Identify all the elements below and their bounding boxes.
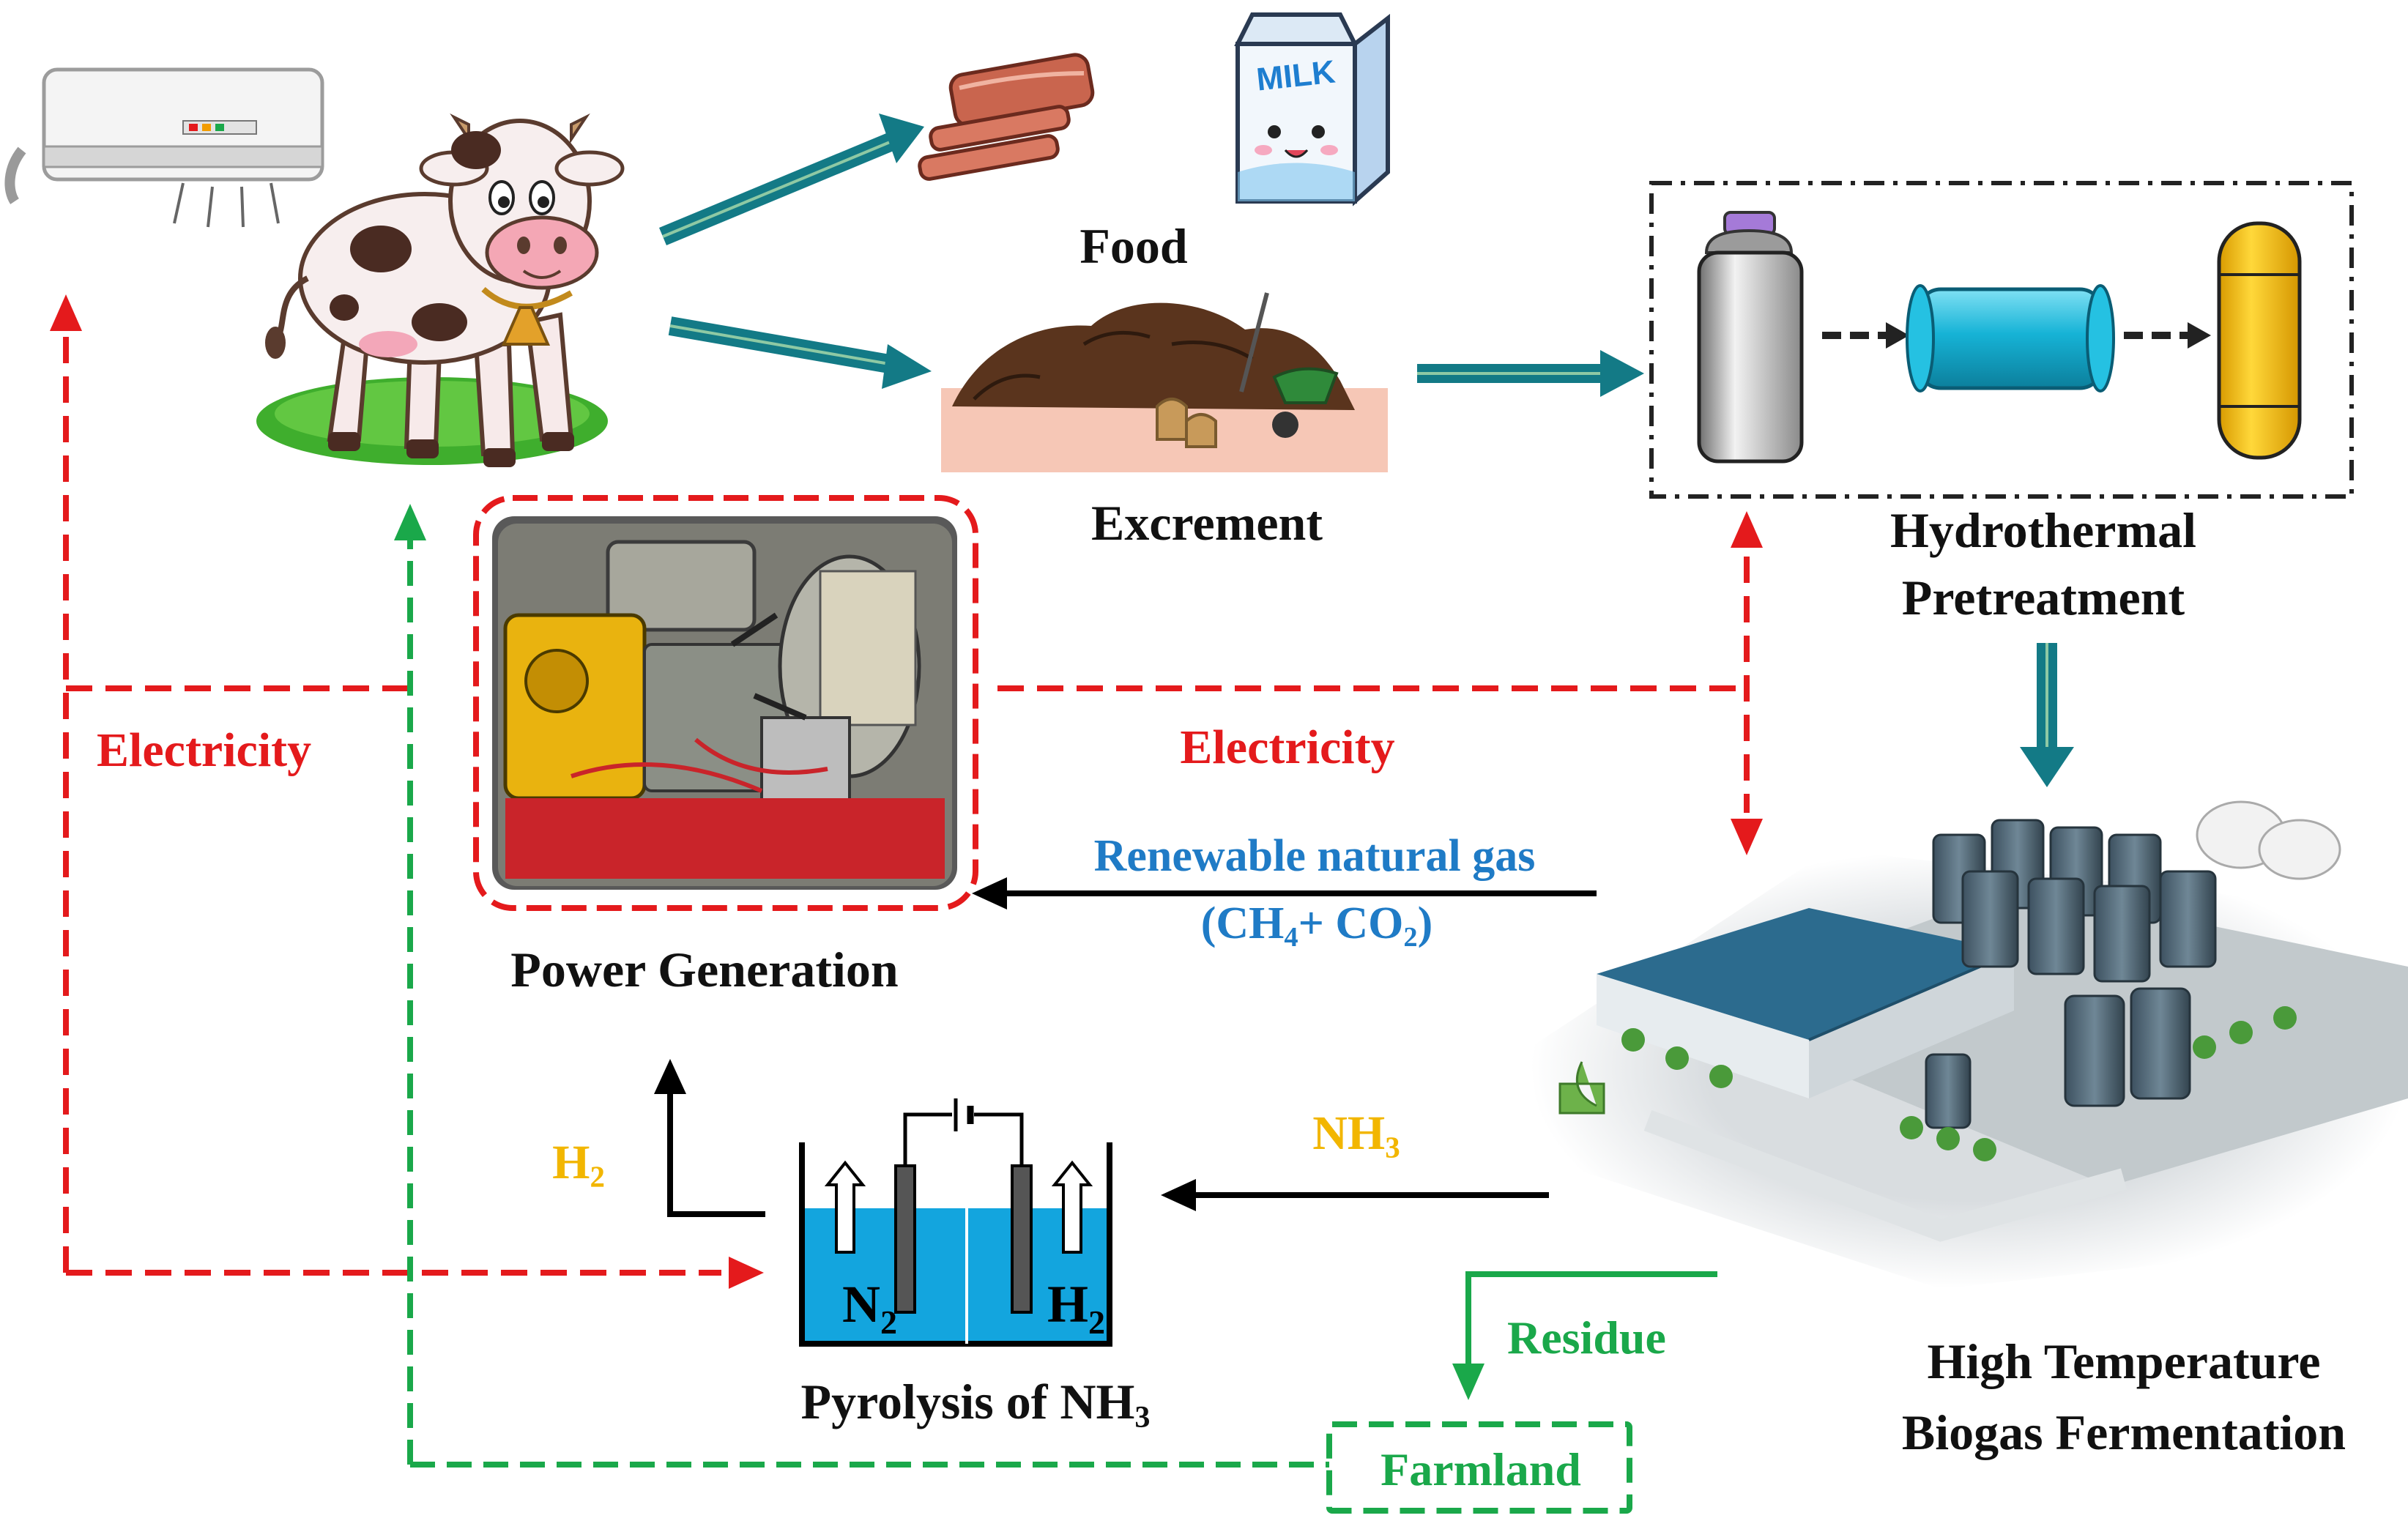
cell-h2-sub: 2 bbox=[1088, 1303, 1105, 1341]
residue-label: Residue bbox=[1507, 1312, 1666, 1364]
pyrolysis-label: Pyrolysis of NH3 bbox=[801, 1377, 1151, 1433]
biogas-plant-image bbox=[1531, 800, 2408, 1289]
hydrothermal-label-line1: Hydrothermal bbox=[1889, 502, 2197, 558]
h2-label: H2 bbox=[552, 1139, 605, 1192]
h2-sub: 2 bbox=[590, 1160, 605, 1194]
electrolysis-cell-icon: N2 H2 bbox=[799, 1098, 1112, 1347]
nh3-arrow bbox=[1161, 1179, 1549, 1211]
nh3-label: NH3 bbox=[1312, 1109, 1400, 1163]
flow-arrow bbox=[668, 316, 932, 389]
rng-formula-b-sub: 2 bbox=[1403, 921, 1418, 953]
fermentation-label-line1: High Temperature bbox=[1927, 1333, 2321, 1389]
fermentation-label-line2: Biogas Fermentation bbox=[1901, 1405, 2346, 1460]
electricity-arrowhead bbox=[1731, 511, 1763, 548]
cow-icon bbox=[256, 113, 625, 467]
air-conditioner-icon bbox=[4, 67, 324, 228]
pyrolysis-sub: 3 bbox=[1134, 1399, 1151, 1435]
rng-formula-a: (CH bbox=[1200, 899, 1285, 948]
rng-arrow bbox=[972, 877, 1597, 910]
excrement-label: Excrement bbox=[1091, 495, 1323, 551]
food-label: Food bbox=[1079, 218, 1188, 274]
flow-arrow bbox=[659, 114, 924, 246]
nh3-text: NH bbox=[1312, 1106, 1386, 1160]
arrowhead bbox=[1886, 322, 1909, 349]
reactor-tube-icon bbox=[1906, 284, 2115, 393]
hydrothermal-label-line2: Pretreatment bbox=[1901, 570, 2185, 625]
flow-arrow bbox=[1417, 350, 1644, 397]
electricity-label-mid: Electricity bbox=[1180, 721, 1395, 774]
arrowhead bbox=[2188, 322, 2211, 349]
generator-engine-photo bbox=[492, 516, 957, 890]
storage-tank-icon bbox=[2217, 221, 2302, 460]
power-generation-frame bbox=[473, 495, 978, 911]
farmland-label: Farmland bbox=[1380, 1443, 1581, 1495]
cell-n2-sub: 2 bbox=[880, 1303, 897, 1341]
electricity-arrowhead bbox=[50, 294, 82, 331]
nh3-sub: 3 bbox=[1385, 1131, 1400, 1164]
rng-formula-b: + CO bbox=[1298, 899, 1404, 948]
pressure-vessel-icon bbox=[1697, 211, 1804, 464]
pyrolysis-text: Pyrolysis of NH bbox=[800, 1374, 1135, 1429]
flow-arrow bbox=[2020, 643, 2074, 787]
cell-n2-label: N bbox=[842, 1275, 880, 1333]
nutrient-arrowhead bbox=[394, 504, 426, 540]
rng-formula-a-sub: 4 bbox=[1284, 921, 1298, 953]
electricity-loop bbox=[63, 337, 1750, 1276]
rng-formula-label: (CH4+ CO2) bbox=[1201, 901, 1433, 951]
milk-carton-icon: MILK bbox=[1234, 12, 1390, 207]
electricity-arrowhead bbox=[729, 1257, 764, 1289]
svg-text:N2: N2 bbox=[842, 1275, 897, 1341]
electricity-arrowhead bbox=[1731, 819, 1763, 855]
svg-text:H2: H2 bbox=[1047, 1275, 1105, 1341]
meat-icon bbox=[918, 53, 1095, 181]
power-generation-label: Power Generation bbox=[510, 942, 899, 997]
milk-carton-text: MILK bbox=[1255, 54, 1337, 98]
electricity-label-left: Electricity bbox=[97, 723, 312, 777]
h2-arrow bbox=[654, 1059, 765, 1217]
h2-text: H bbox=[552, 1136, 590, 1189]
rng-label: Renewable natural gas bbox=[1093, 831, 1536, 881]
hydrothermal-pretreatment-box bbox=[1649, 181, 2354, 499]
nutrient-loop bbox=[407, 535, 1632, 1514]
excrement-pile-icon bbox=[941, 292, 1388, 472]
residue-arrow bbox=[1452, 1271, 1717, 1400]
rng-formula-c: ) bbox=[1417, 899, 1433, 948]
cell-h2-label: H bbox=[1047, 1275, 1088, 1333]
